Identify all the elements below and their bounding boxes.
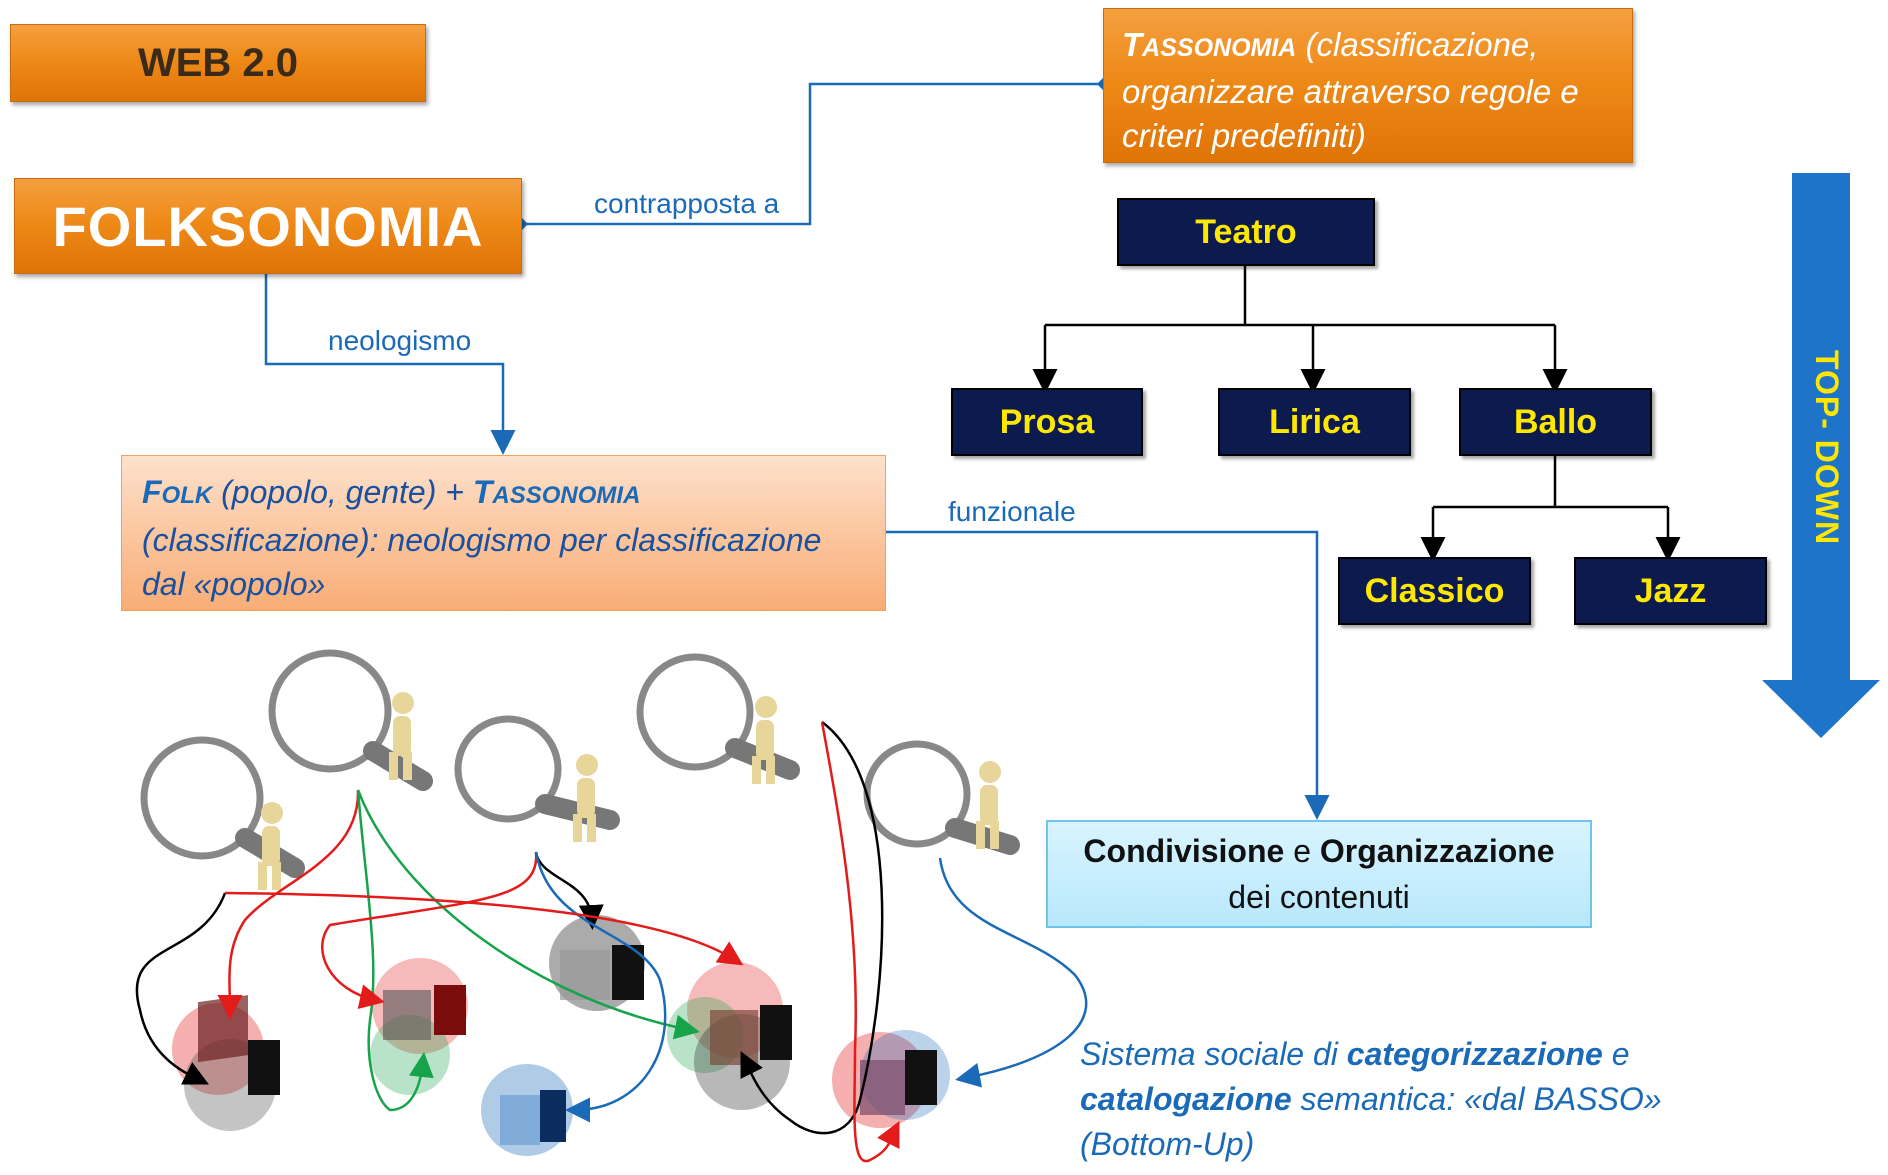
folksonomia-box: FOLKSONOMIA <box>14 178 522 274</box>
result-word-3: Organizzazione <box>1319 833 1555 869</box>
tree-node-ballo: Ballo <box>1459 388 1652 456</box>
top-down-label: TOP- DOWN <box>1809 350 1845 546</box>
result-word-1: Condivisione <box>1083 833 1285 869</box>
web20-label: WEB 2.0 <box>10 24 426 102</box>
tree-node-root: Teatro <box>1117 198 1375 266</box>
bottom-up-text: Sistema sociale di categorizzazione e ca… <box>1080 1032 1700 1167</box>
folder-stack-icon <box>481 1064 573 1156</box>
tree-node-lirica: Lirica <box>1218 388 1411 456</box>
tassonomia-text: (classificazione, organizzare attraverso… <box>1122 26 1579 154</box>
bottom-up-b1: categorizzazione <box>1346 1036 1603 1072</box>
top-down-arrow <box>1762 173 1880 738</box>
tassonomia-keyword: TASSONOMIA <box>1122 26 1297 63</box>
result-line-2: dei contenuti <box>1228 879 1410 915</box>
definition-box: FOLK (popolo, gente) + TASSONOMIA (class… <box>121 455 886 611</box>
folder-stack-icon <box>370 958 468 1095</box>
tassonomia-box: TASSONOMIA (classificazione, organizzare… <box>1103 8 1633 163</box>
magnifier-person-icon <box>636 653 800 784</box>
folk-keyword: FOLK <box>142 474 213 510</box>
bottom-up-t1: Sistema sociale di <box>1080 1036 1347 1072</box>
folder-stack-icon <box>549 915 645 1011</box>
tree-node-prosa: Prosa <box>951 388 1143 456</box>
label-funzionale: funzionale <box>948 496 1076 527</box>
bottom-up-t2: e <box>1602 1036 1630 1072</box>
magnifier-person-icon <box>454 715 620 842</box>
magnifier-person-icon <box>268 649 433 791</box>
magnifier-person-icon <box>863 740 1020 855</box>
folder-stack-icon <box>667 962 792 1110</box>
result-box: Condivisione e Organizzazione dei conten… <box>1046 820 1592 928</box>
result-word-2: e <box>1284 833 1320 869</box>
bottom-up-t3: semantica: «dal BASSO» (Bottom-Up) <box>1080 1081 1662 1162</box>
tree-node-classico: Classico <box>1338 557 1531 625</box>
folder-stack-icon <box>832 1030 950 1128</box>
magnifier-person-icon <box>140 736 305 890</box>
definition-part2: (classificazione): neologismo per classi… <box>142 522 822 602</box>
tree-node-jazz: Jazz <box>1574 557 1767 625</box>
bottom-up-b2: catalogazione <box>1080 1081 1292 1117</box>
tassonomia-keyword-2: TASSONOMIA <box>472 474 641 510</box>
folder-stack-icon <box>172 995 280 1131</box>
definition-part1: (popolo, gente) + <box>212 474 473 510</box>
label-contrapposta: contrapposta a <box>594 188 780 219</box>
label-neologismo: neologismo <box>328 325 472 356</box>
